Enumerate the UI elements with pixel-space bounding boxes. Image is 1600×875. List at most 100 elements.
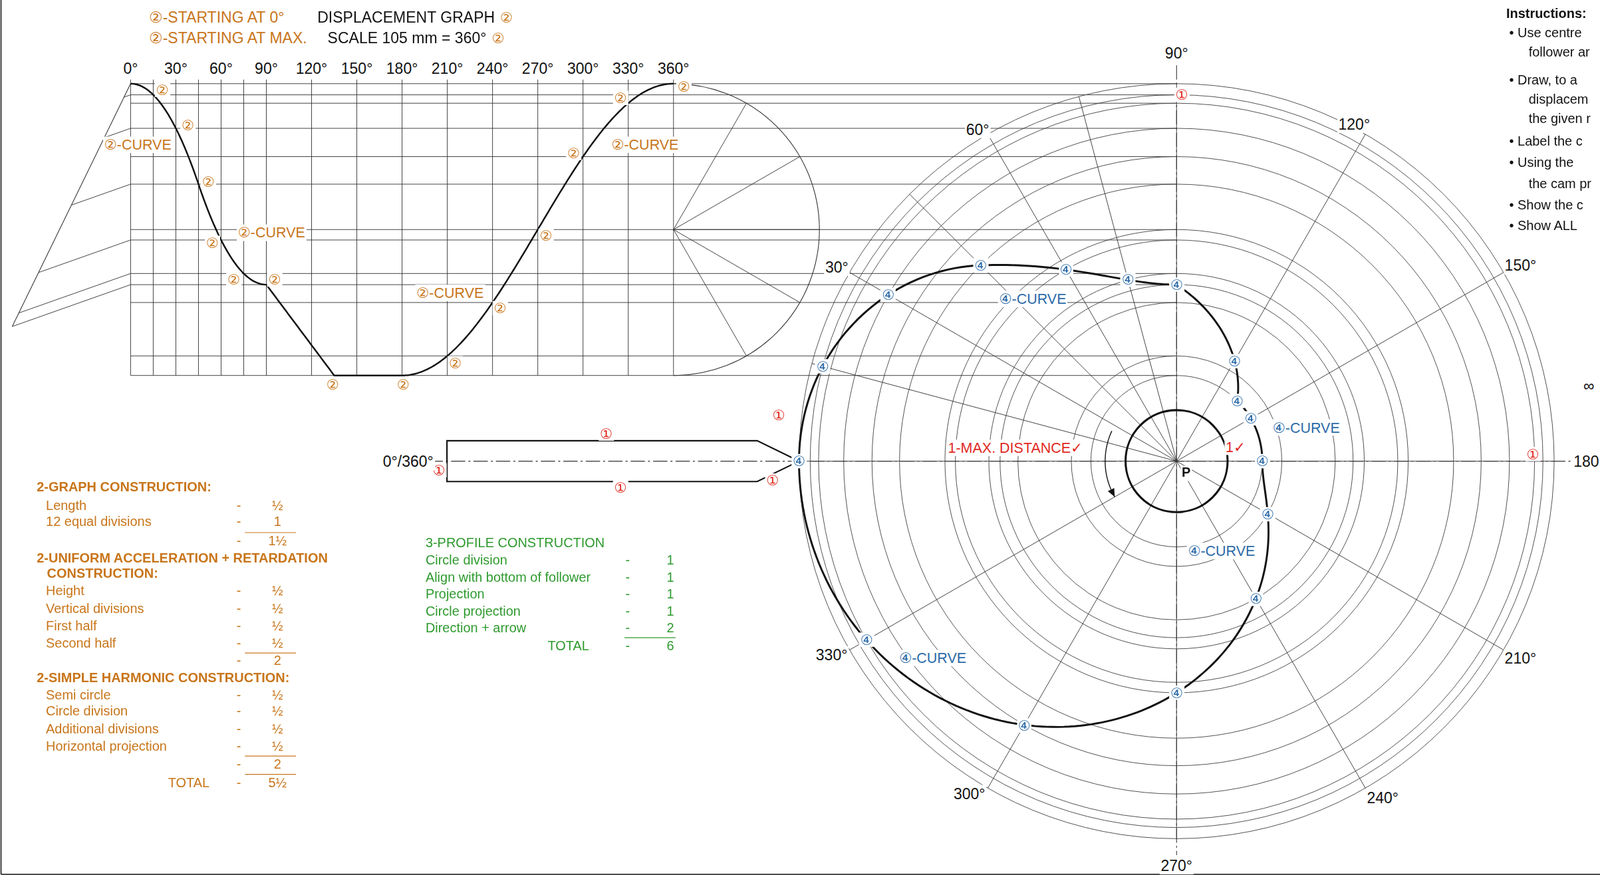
projection-line: [130, 183, 1177, 185]
callout-number: ④: [1120, 272, 1136, 287]
table-heading: 2-SIMPLE HARMONIC CONSTRUCTION:: [35, 670, 291, 687]
grid-line: [311, 79, 312, 376]
harmonic-semicircle: [673, 83, 820, 376]
table-cell: -: [235, 776, 243, 792]
callout-number: ②: [267, 272, 282, 287]
sum-line: [244, 652, 296, 654]
callout-number: ②: [325, 377, 340, 392]
instruction-heading: Instructions:: [1504, 6, 1588, 22]
callout-number: ②: [565, 145, 581, 160]
rotation-arc: [1105, 430, 1115, 497]
table-cell: ½: [271, 601, 285, 618]
projection-line: [130, 273, 1177, 274]
table-cell: Circle division: [45, 704, 130, 721]
table-cell: -: [235, 636, 243, 652]
instruction-text: • Label the c: [1508, 134, 1584, 150]
angle-label: 270°: [1159, 856, 1194, 874]
radial-line: [1078, 96, 1177, 461]
callout-number: ④: [1260, 506, 1275, 521]
table-cell: 1: [665, 571, 675, 587]
sum-line: [244, 755, 296, 757]
radial-line: [987, 461, 1177, 789]
angle-label: 330°: [611, 59, 646, 78]
callout-number: ②: [492, 301, 508, 316]
table-cell: -: [624, 639, 632, 655]
radial-line: [909, 194, 1177, 461]
callout-number: ④: [1169, 277, 1184, 292]
curve-label: ②-CURVE: [236, 224, 306, 242]
callout-number: ④: [881, 287, 896, 302]
note-text: ②-STARTING AT 0°: [148, 8, 286, 26]
radial-line: [811, 363, 1177, 462]
table-cell: -: [235, 653, 243, 669]
instruction-text: follower ar: [1527, 45, 1591, 61]
table-cell: Additional divisions: [45, 722, 161, 738]
table-cell: TOTAL: [166, 776, 211, 792]
angle-label: 30°: [823, 258, 850, 276]
callout-number: ④: [973, 258, 989, 272]
callout-number: ②: [447, 356, 463, 371]
table-cell: 3-PROFILE CONSTRUCTION: [424, 535, 606, 552]
table-heading: 2-UNIFORM ACCELERATION + RETARDATION: [35, 551, 330, 567]
centre-line: [428, 460, 1572, 462]
table-cell: 1½: [267, 533, 288, 550]
callout-number: ①: [771, 408, 787, 423]
projection-line: [130, 375, 1177, 376]
sum-line: [244, 774, 296, 775]
division-line: [673, 229, 800, 303]
angle-label: 180: [1572, 452, 1600, 470]
callout-number: ①: [598, 426, 614, 441]
angle-label: 120°: [1337, 115, 1372, 134]
angle-label: 120°: [294, 59, 329, 78]
projection-line: [130, 355, 1177, 357]
callout-number: ②: [490, 30, 506, 45]
grid-line: [356, 79, 358, 376]
grid-line: [220, 79, 222, 376]
table-cell: ½: [271, 704, 285, 721]
callout-number: ④: [1248, 591, 1263, 606]
table-cell: -: [235, 619, 243, 635]
angle-label: 90°: [254, 59, 280, 78]
table-cell: TOTAL: [546, 639, 591, 655]
mark-note: 1-MAX. DISTANCE✓: [946, 439, 1084, 457]
table-cell: -: [235, 601, 243, 618]
angle-label: 300°: [565, 59, 600, 78]
centre-line: [1176, 65, 1178, 856]
division-line: [673, 229, 820, 231]
angle-label: 300°: [952, 785, 987, 803]
table-cell: 6: [665, 639, 675, 655]
table-cell: -: [624, 553, 632, 570]
angle-label: 90°: [1163, 44, 1190, 62]
grid-line: [130, 79, 132, 376]
sum-line: [244, 532, 296, 533]
grid-line: [672, 79, 674, 376]
table-cell: ½: [271, 584, 285, 600]
callout-number: ④: [1229, 393, 1245, 408]
rotation-arrowhead: [1107, 488, 1115, 497]
table-cell: -: [624, 621, 632, 637]
table-heading: 2-GRAPH CONSTRUCTION:: [35, 480, 213, 496]
table-cell: Second half: [45, 636, 118, 652]
note-text: ②-STARTING AT MAX.: [148, 29, 309, 47]
callout-number: ②: [226, 272, 241, 287]
callout-number: ④: [815, 359, 830, 374]
callout-number: ①: [1174, 87, 1190, 102]
projection-line: [130, 83, 1177, 84]
grid-line: [152, 79, 154, 376]
cam-profile: [799, 264, 1269, 727]
heading-row: DISPLACEMENT GRAPH②: [316, 8, 515, 26]
curve-label: ④-CURVE: [1187, 542, 1257, 560]
table-cell: ½: [271, 498, 285, 515]
table-cell: Align with bottom of follower: [424, 571, 592, 587]
callout-number: ①: [613, 480, 628, 495]
callout-number: ④: [1254, 454, 1270, 469]
instruction-text: the cam pr: [1527, 176, 1593, 193]
graph-title: DISPLACEMENT GRAPH: [316, 8, 497, 26]
table-cell: 1: [665, 604, 675, 620]
table-cell: 1: [272, 514, 282, 531]
radial-line: [1176, 134, 1366, 462]
sheet-border: [0, 0, 2, 875]
angle-label: 30°: [162, 59, 189, 78]
knife-edge-follower: [446, 440, 799, 482]
